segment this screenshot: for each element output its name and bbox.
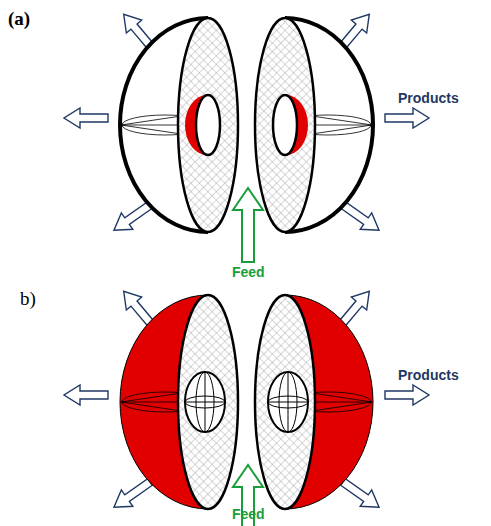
panel-label: b): [20, 288, 36, 310]
stream-label: Feed: [232, 506, 265, 522]
stream-label: Feed: [232, 264, 265, 280]
stream-label: Products: [398, 367, 459, 383]
panel-label: (a): [8, 8, 30, 30]
stream-label: Products: [398, 90, 459, 106]
panel-a: [64, 8, 429, 262]
panel-b: [64, 285, 429, 526]
